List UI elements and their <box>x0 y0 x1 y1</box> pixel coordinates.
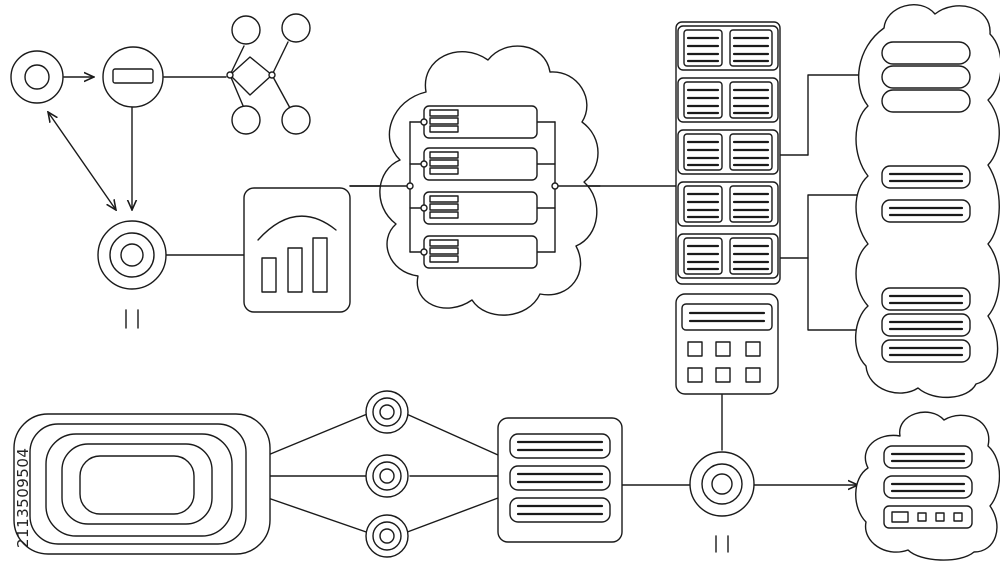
tall-cloud-drives-low <box>881 287 971 363</box>
splitter-ring-middle <box>365 454 409 498</box>
cloud-server-4 <box>409 235 556 269</box>
ring-node-top-left <box>10 50 64 104</box>
server-rack-column <box>675 21 781 285</box>
cloud-server-3 <box>409 191 556 225</box>
rack-unit-2 <box>677 77 779 123</box>
triple-ring-splitter <box>365 390 409 558</box>
tall-cloud-disk-stack <box>881 41 971 113</box>
server-cloud <box>349 45 601 316</box>
server-stack-box <box>497 417 623 543</box>
minus-node <box>102 46 164 108</box>
network-graph-icon <box>226 13 311 135</box>
rack-unit-1 <box>677 25 779 71</box>
rack-unit-4 <box>677 181 779 227</box>
splitter-ring-bottom <box>365 514 409 558</box>
rack-unit-5 <box>677 233 779 279</box>
ring-node-left <box>97 220 167 329</box>
cloud-server-1 <box>409 105 556 139</box>
cloud-server-2 <box>409 147 556 181</box>
control-panel <box>675 293 779 395</box>
ring-node-bottom <box>689 451 755 553</box>
tall-cloud-storage <box>854 4 1000 399</box>
rack-unit-3 <box>677 129 779 175</box>
stock-id-watermark: 2113509504 <box>14 447 32 548</box>
tall-cloud-drives-mid <box>881 165 971 223</box>
small-cloud-storage <box>855 411 1000 561</box>
stadium-node <box>13 413 271 555</box>
splitter-ring-top <box>365 390 409 434</box>
analytics-panel <box>243 187 351 313</box>
